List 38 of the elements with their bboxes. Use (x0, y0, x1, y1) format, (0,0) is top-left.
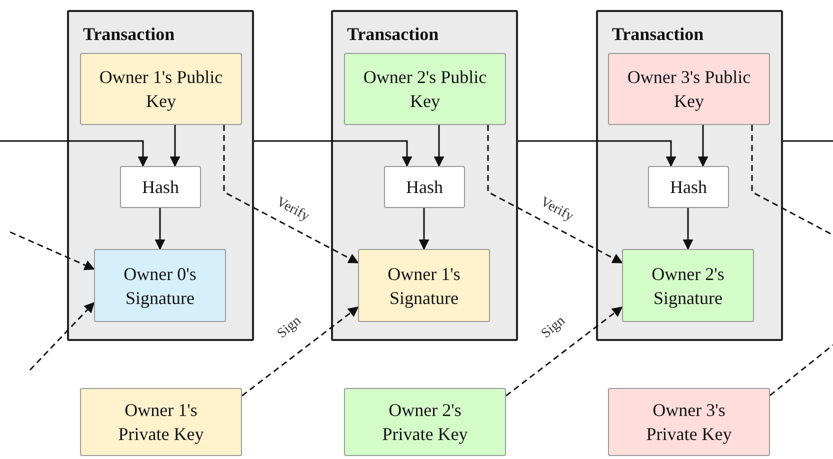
arrow (506, 306, 623, 396)
connector-line (770, 344, 833, 396)
connector-line (783, 140, 833, 142)
signature-card: Owner 1's Signature (358, 249, 490, 322)
arrow (254, 140, 412, 168)
arrow (518, 140, 676, 168)
transaction-panel (331, 10, 518, 341)
private-key-card: Owner 1's Private Key (80, 388, 242, 456)
public-key-card: Owner 3's Public Key (608, 53, 770, 125)
arrow (0, 140, 148, 168)
arrow (154, 208, 166, 250)
panel-title: Transaction (347, 23, 439, 45)
panel-title: Transaction (612, 23, 704, 45)
arrow (418, 208, 430, 250)
arrow (242, 306, 359, 396)
public-key-card: Owner 2's Public Key (344, 53, 506, 125)
edge-label: Sign (538, 314, 569, 342)
transaction-panel (596, 10, 783, 341)
private-key-card: Owner 2's Private Key (344, 388, 506, 456)
public-key-card: Owner 1's Public Key (80, 53, 242, 125)
transaction-panel (67, 10, 254, 341)
arrow (682, 208, 694, 250)
signature-card: Owner 2's Signature (622, 249, 754, 322)
hash-card: Hash (384, 166, 465, 208)
private-key-card: Owner 3's Private Key (608, 388, 770, 456)
arrow (487, 125, 623, 264)
arrow (434, 125, 444, 168)
arrow (29, 302, 95, 371)
hash-card: Hash (120, 166, 201, 208)
connector-line (751, 125, 833, 236)
arrow (698, 125, 708, 168)
arrow (10, 231, 95, 270)
arrow (170, 125, 180, 168)
signature-card: Owner 0's Signature (94, 249, 226, 322)
panel-title: Transaction (83, 23, 175, 45)
hash-card: Hash (648, 166, 729, 208)
edge-label: Sign (274, 314, 305, 342)
arrow (223, 125, 359, 264)
